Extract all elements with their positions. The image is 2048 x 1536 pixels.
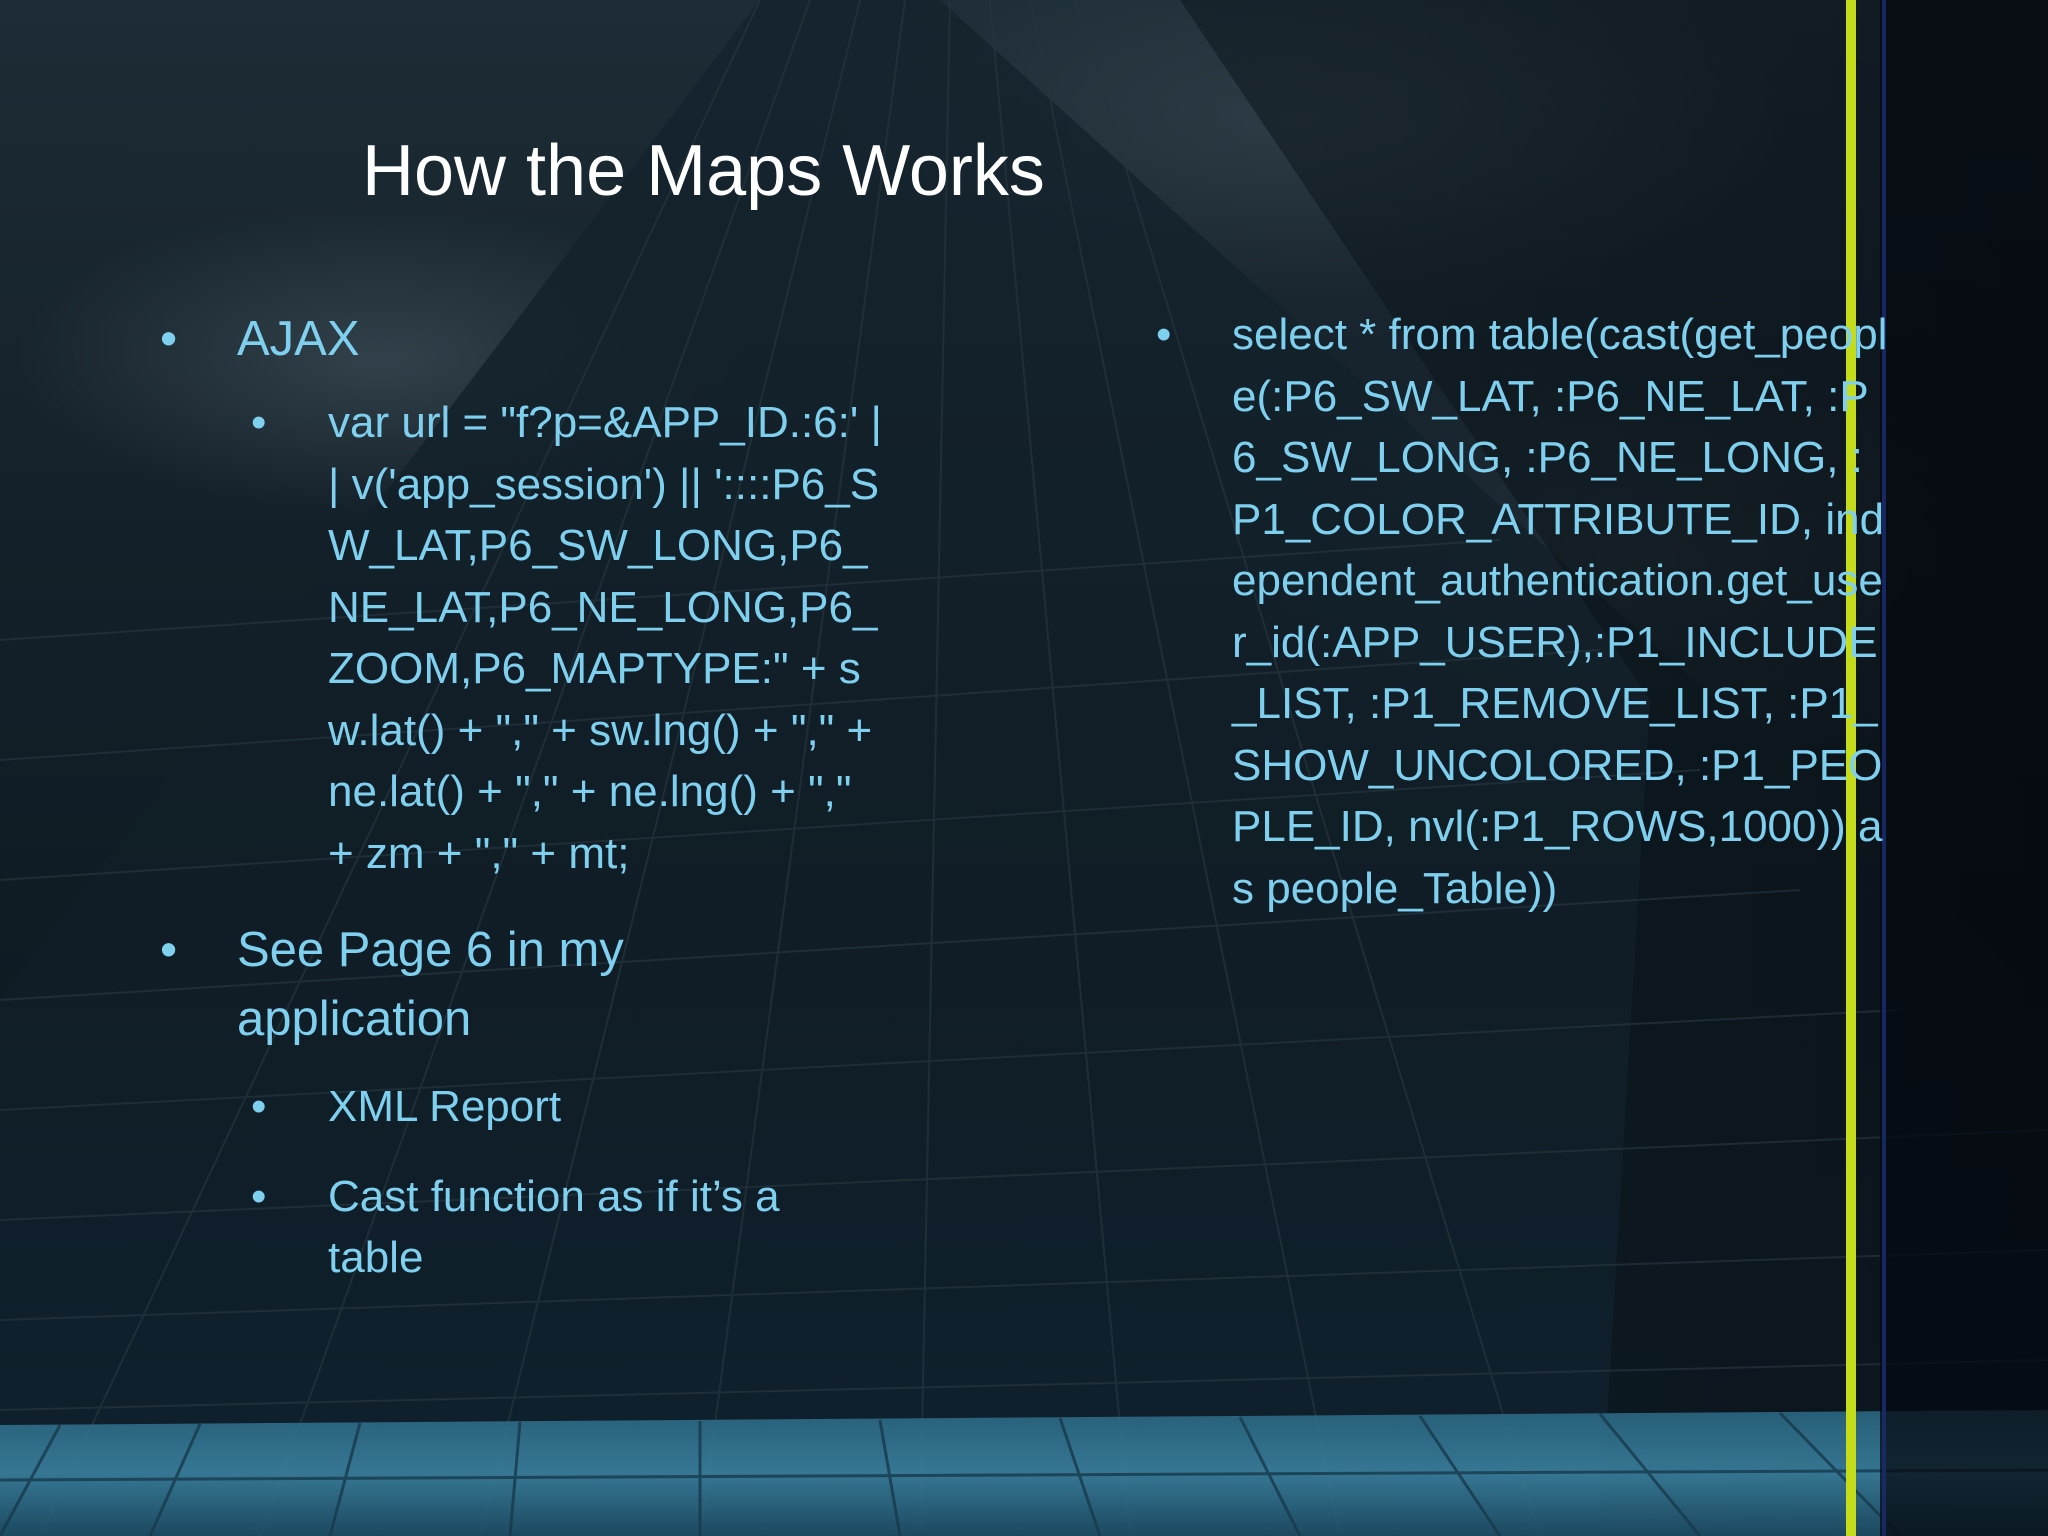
bullet-dot-icon: • bbox=[251, 1171, 267, 1221]
bullet-dot-icon: • bbox=[1156, 310, 1172, 359]
bullet-text: AJAX bbox=[237, 312, 360, 366]
bullet-text: See Page 6 in my application bbox=[237, 923, 624, 1046]
bullet-see-page-6: • See Page 6 in my application bbox=[150, 916, 797, 1054]
sql-query-text: select * from table(cast(get_people(:P6_… bbox=[1232, 310, 1888, 913]
bullet-dot-icon: • bbox=[251, 1082, 267, 1131]
bullet-dot-icon: • bbox=[160, 923, 178, 977]
bullet-text: XML Report bbox=[328, 1082, 562, 1131]
sub-bullet-xml-report: • XML Report bbox=[237, 1076, 950, 1138]
right-column: • select * from table(cast(get_people(:P… bbox=[1148, 304, 1928, 919]
bullet-dot-icon: • bbox=[160, 312, 178, 366]
bullet-text: Cast function as if it’s a table bbox=[328, 1171, 780, 1283]
sub-bullet-cast-function: • Cast function as if it’s a table bbox=[237, 1166, 808, 1289]
bullet-dot-icon: • bbox=[251, 398, 267, 447]
bullet-sql-query: • select * from table(cast(get_people(:P… bbox=[1148, 304, 1892, 919]
bullet-text: var url = "f?p=&APP_ID.:6:' || v('app_se… bbox=[328, 398, 882, 878]
accent-line-yellow bbox=[1846, 0, 1856, 1536]
left-column: • AJAX • var url = "f?p=&APP_ID.:6:' || … bbox=[150, 305, 950, 1317]
slide-title: How the Maps Works bbox=[362, 131, 1045, 211]
sub-bullet-url-code: • var url = "f?p=&APP_ID.:6:' || v('app_… bbox=[237, 392, 888, 884]
bullet-ajax: • AJAX bbox=[150, 305, 950, 374]
